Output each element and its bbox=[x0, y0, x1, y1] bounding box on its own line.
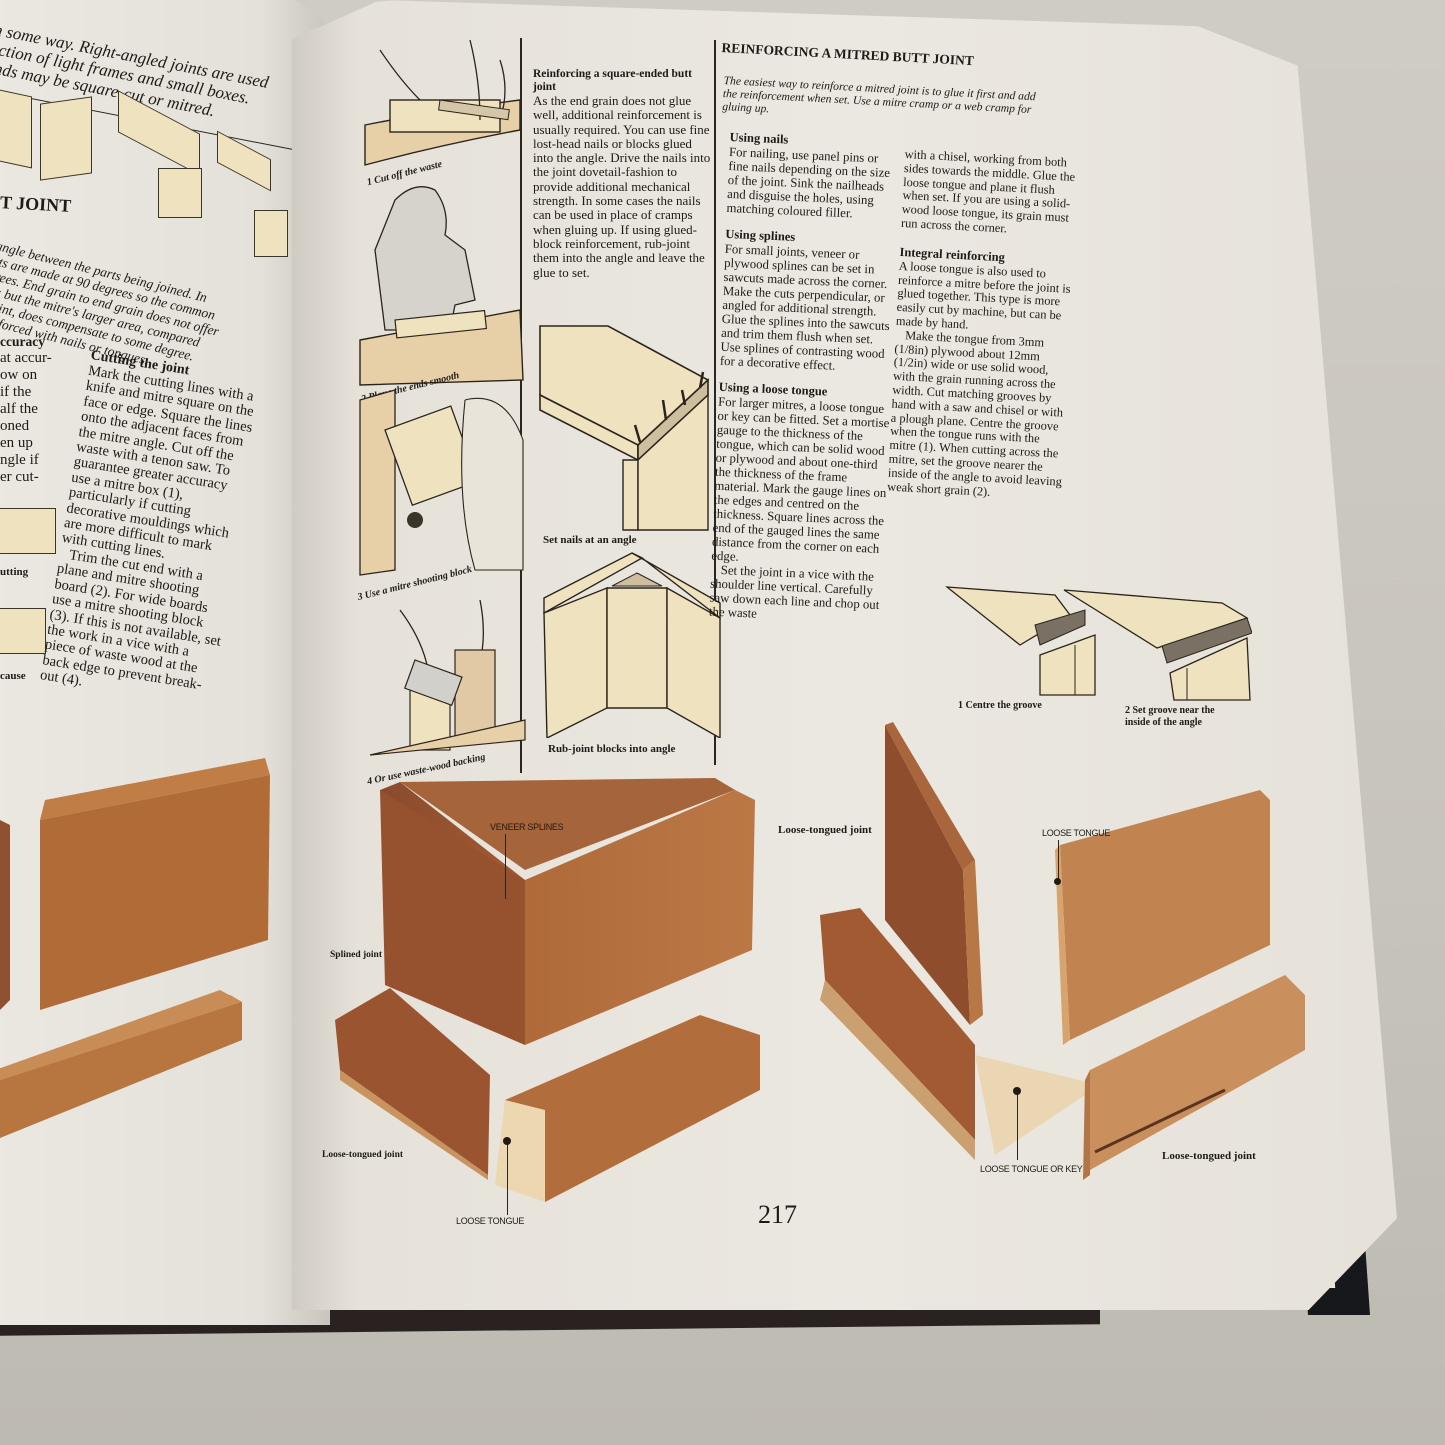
illustration-set-nails bbox=[539, 325, 710, 531]
block-diagram bbox=[158, 168, 202, 218]
groove-caption: 2 Set groove near the inside of the angl… bbox=[1125, 705, 1215, 728]
section-heading: T JOINT bbox=[0, 192, 72, 216]
illustration-waste-wood-backing bbox=[369, 599, 526, 756]
text-line: if the bbox=[0, 384, 32, 400]
groove-diagram-near-inside bbox=[1063, 589, 1252, 701]
integral-text-2: Make the tongue from 3mm (1/8in) plywood… bbox=[886, 328, 1064, 499]
illustration-rub-joint-blocks bbox=[543, 552, 721, 738]
photo-label: LOOSE TONGUE OR KEY bbox=[980, 1164, 1083, 1174]
groove-diagram-centre bbox=[945, 586, 1096, 696]
square-ended-heading: Reinforcing a square-ended butt joint bbox=[533, 68, 692, 93]
square-ended-column: Reinforcing a square-ended butt joint As… bbox=[533, 68, 711, 280]
illustration-shooting-block bbox=[359, 389, 524, 576]
leader-dot bbox=[1054, 878, 1061, 885]
column-rule bbox=[520, 38, 522, 773]
groove-caption: 1 Centre the groove bbox=[958, 700, 1042, 711]
illustration-caption: Rub-joint blocks into angle bbox=[548, 743, 676, 755]
photo-label: Splined joint bbox=[330, 950, 383, 960]
leader-line bbox=[505, 834, 506, 899]
page-number: 217 bbox=[758, 1200, 797, 1229]
text-line: er cut- bbox=[0, 469, 39, 485]
diagram-box bbox=[0, 508, 56, 554]
tongue-text: For larger mitres, a loose tongue or key… bbox=[711, 394, 890, 564]
block-diagram bbox=[40, 96, 92, 181]
text-line: at accur- bbox=[0, 350, 52, 366]
mitred-column-1: Using nails For nailing, use panel pins … bbox=[709, 130, 902, 626]
leader-dot bbox=[503, 1137, 511, 1145]
illustration-caption: Set nails at an angle bbox=[543, 534, 637, 546]
diagram-box bbox=[0, 608, 46, 654]
photo-label: VENEER SPLINES bbox=[490, 822, 564, 832]
cutting-text: Mark the cutting lines with a knife and … bbox=[60, 362, 255, 563]
accuracy-heading: ccuracy bbox=[0, 334, 45, 349]
illustration-plane-ends bbox=[359, 186, 524, 386]
text-line: alf the bbox=[0, 401, 38, 417]
column-rule bbox=[714, 40, 716, 765]
splines-text: For small joints, veneer or plywood spli… bbox=[719, 241, 891, 373]
col3-text: with a chisel, working from both sides t… bbox=[900, 147, 1076, 236]
photo-label: Loose-tongued joint bbox=[1162, 1150, 1256, 1162]
leader-line bbox=[1058, 840, 1059, 880]
mitred-column-2: with a chisel, working from both sides t… bbox=[886, 147, 1083, 503]
diagram-caption: utting bbox=[0, 566, 29, 578]
nails-text: For nailing, use panel pins or fine nail… bbox=[726, 144, 891, 221]
cutting-the-joint-column: Cutting the joint Mark the cutting lines… bbox=[39, 348, 265, 711]
photo-loose-tongued-joints bbox=[820, 722, 1305, 1180]
text-line: en up bbox=[0, 435, 33, 451]
tongue-text-2: Set the joint in a vice with the shoulde… bbox=[708, 563, 880, 621]
leader-line bbox=[507, 1140, 508, 1215]
text-line: oned bbox=[0, 418, 30, 434]
square-ended-text: As the end grain does not glue well, add… bbox=[533, 93, 711, 280]
integral-text: A loose tongue is also used to reinforce… bbox=[895, 258, 1071, 332]
accuracy-text: at accur- ow on if the alf the oned en u… bbox=[0, 350, 60, 486]
photo-splined-joint bbox=[335, 778, 760, 1202]
leader-line bbox=[1017, 1090, 1018, 1160]
photo-label: Loose-tongued joint bbox=[322, 1150, 404, 1160]
leader-dot bbox=[1013, 1087, 1021, 1095]
photo-label: LOOSE TONGUE bbox=[456, 1216, 525, 1226]
text-line: ngle if bbox=[0, 452, 39, 468]
photo-label: LOOSE TONGUE bbox=[1042, 828, 1111, 838]
block-diagram bbox=[254, 210, 288, 257]
text-line: ow on bbox=[0, 367, 38, 383]
diagram-caption: cause bbox=[0, 670, 26, 682]
cutting-text-2: Trim the cut end with a plane and mitre … bbox=[38, 546, 223, 693]
illustration-cut-off-waste bbox=[364, 39, 521, 166]
left-page-content: n some way. Right-angled joints are used… bbox=[0, 0, 330, 1330]
block-diagram bbox=[0, 87, 32, 169]
wood-block-photo bbox=[0, 758, 270, 1138]
photo-label: Loose-tongued joint bbox=[778, 824, 872, 836]
